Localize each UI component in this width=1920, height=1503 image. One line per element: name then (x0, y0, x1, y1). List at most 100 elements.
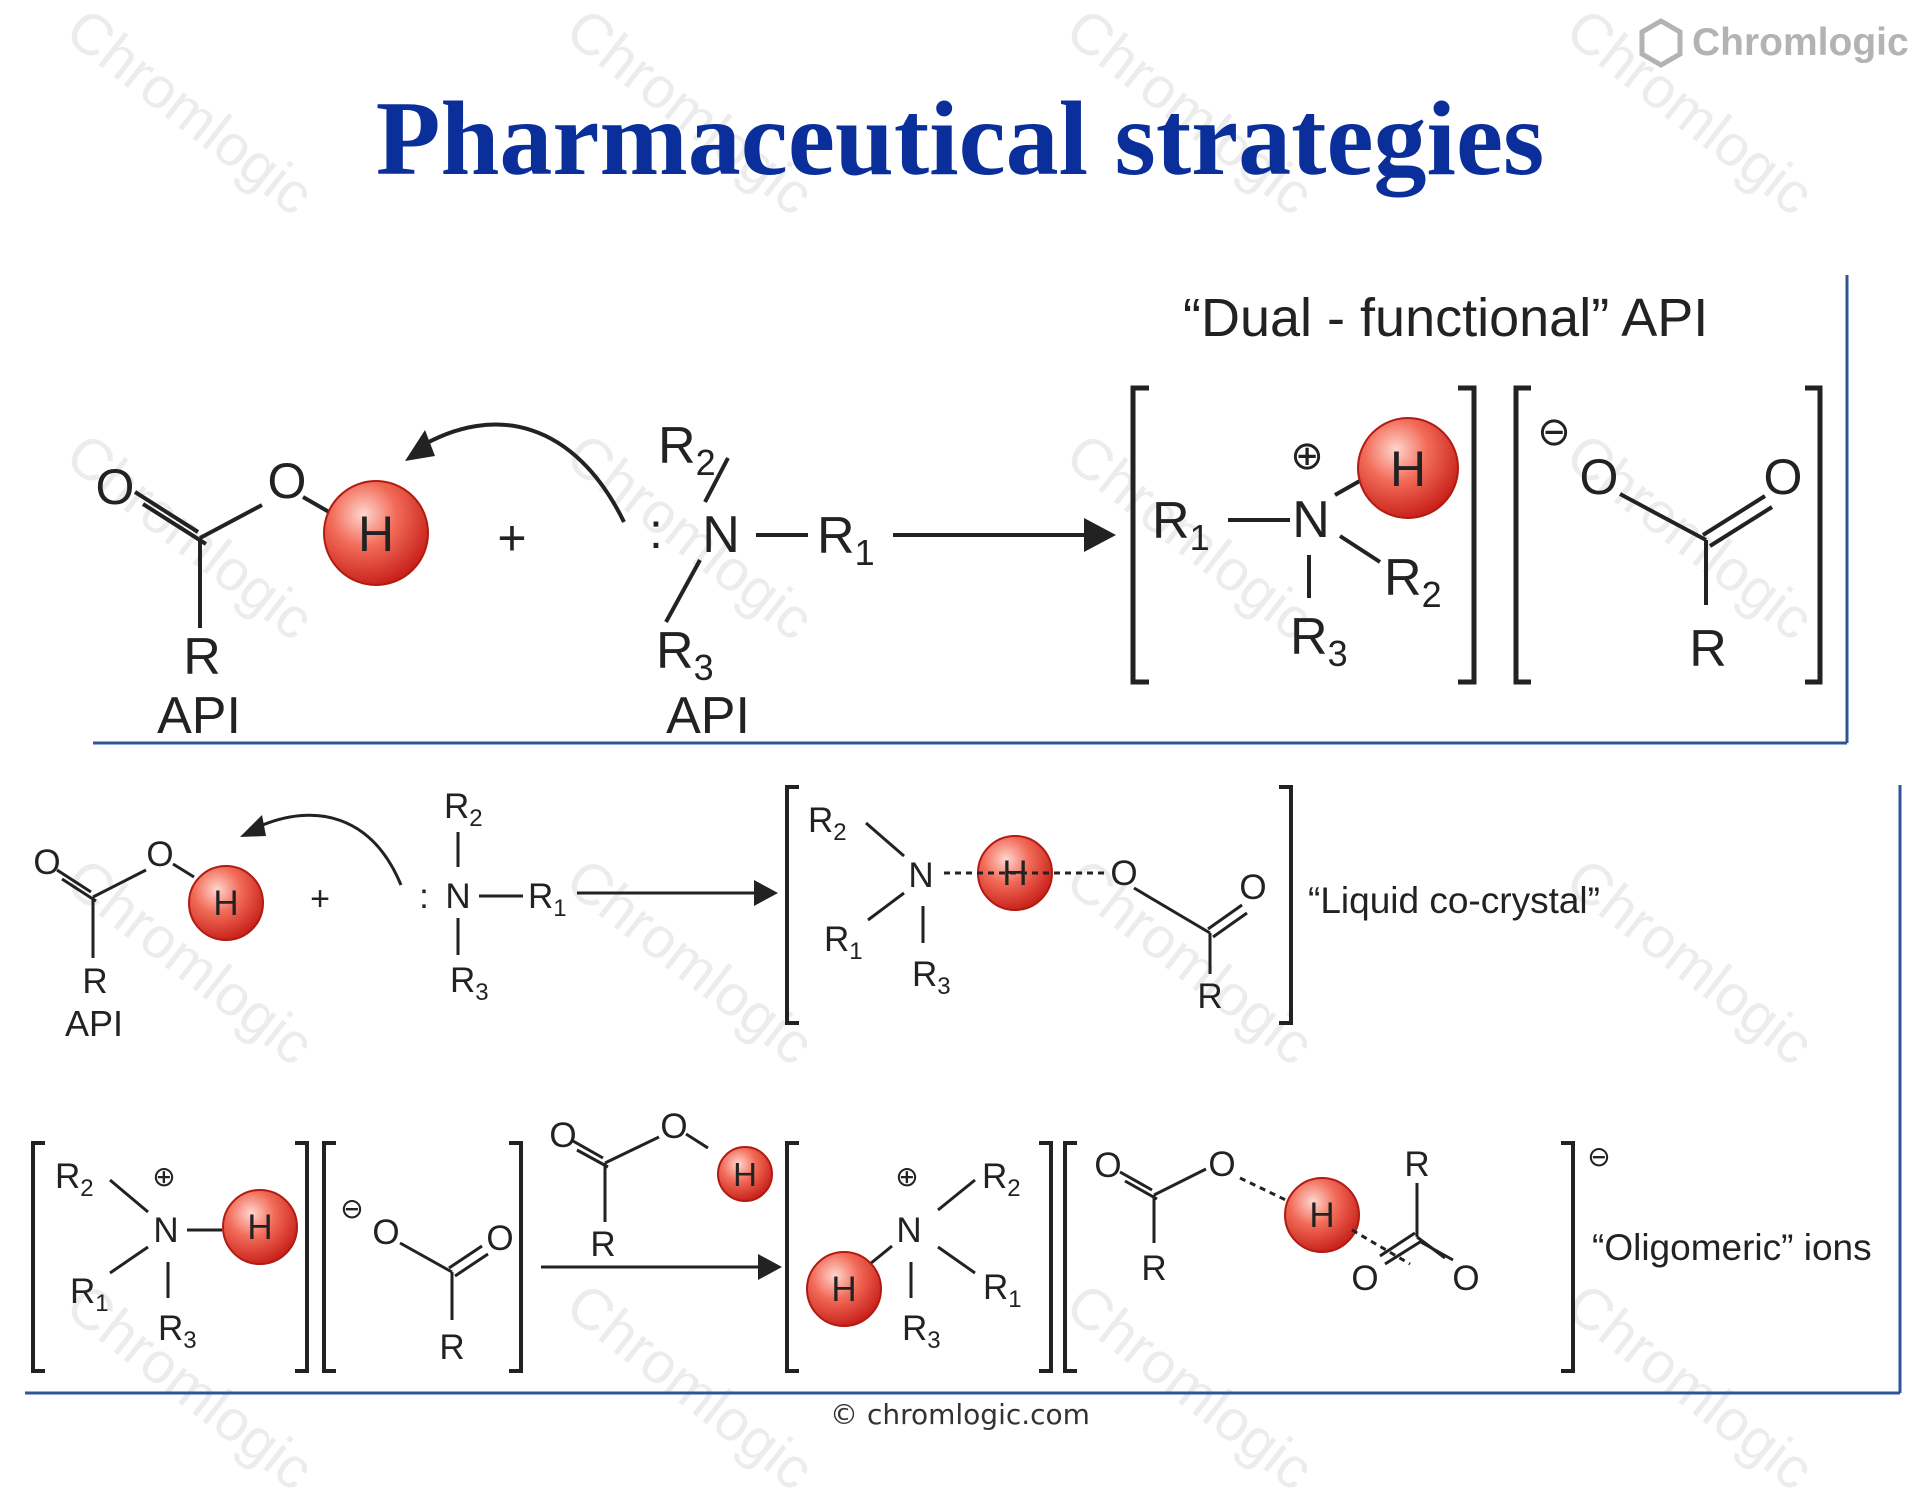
hydrogen-ball (1284, 1177, 1360, 1253)
anion-brackets (1513, 385, 1823, 685)
dual-functional-label: “Dual - functional” API (1183, 288, 1708, 348)
atom-h: H (247, 1208, 272, 1247)
brand-logo: Chromlogic (1638, 18, 1909, 68)
cation-bonds (109, 1178, 222, 1298)
atom-n: N (896, 1211, 921, 1250)
r1-group: R1 (528, 877, 567, 922)
lone-pair: : (649, 503, 663, 559)
hydrogen-bond (1239, 1176, 1293, 1205)
r3-group: R3 (158, 1309, 197, 1354)
positive-charge: ⊕ (152, 1161, 175, 1192)
hydrogen-ball (717, 1146, 773, 1202)
atom-o: O (33, 843, 60, 882)
cation-brackets (31, 1141, 309, 1373)
hydrogen-ball (323, 480, 429, 586)
r1-group: R1 (70, 1272, 109, 1317)
atom-n: N (702, 506, 740, 564)
copyright-footer: © chromlogic.com (830, 1398, 1090, 1431)
negative-charge: ⊖ (1537, 410, 1571, 454)
atom-o: O (1351, 1259, 1378, 1298)
arrowhead (1084, 518, 1116, 552)
amine-bonds (456, 832, 523, 955)
cocrystal-brackets (785, 785, 1293, 1025)
atom-n: N (445, 877, 470, 916)
hydrogen-ball (222, 1189, 298, 1265)
atom-o: O (1110, 854, 1137, 893)
api-label: API (65, 1003, 123, 1044)
r3-group: R3 (1290, 608, 1348, 674)
positive-charge: ⊕ (895, 1161, 918, 1192)
atom-o: O (1580, 449, 1619, 505)
lone-pair: : (419, 877, 429, 916)
r2-group: R2 (982, 1157, 1021, 1202)
atom-r: R (183, 628, 221, 686)
r1-group: R1 (1152, 492, 1210, 558)
cation-bonds (864, 1178, 976, 1298)
cation-brackets (1130, 385, 1477, 685)
atom-o: O (1208, 1145, 1235, 1184)
atom-r: R (1197, 977, 1222, 1016)
atom-r: R (590, 1225, 615, 1264)
atom-n: N (908, 856, 933, 895)
atom-h: H (1002, 854, 1027, 893)
proton-transfer-arrow (416, 422, 626, 523)
atom-o: O (1452, 1259, 1479, 1298)
carboxylate-bonds (399, 1241, 489, 1320)
r3-group: R3 (656, 622, 714, 688)
anion-bonds (1119, 1167, 1454, 1266)
atom-o: O (549, 1116, 576, 1155)
carboxylate-bonds (1619, 492, 1774, 605)
liquid-cocrystal-label: “Liquid co-crystal” (1308, 880, 1600, 921)
atom-r: R (82, 962, 107, 1001)
atom-o: O (268, 453, 307, 509)
arrowhead (758, 1254, 782, 1280)
r2-group: R2 (808, 801, 847, 846)
r1-group: R1 (817, 507, 875, 573)
r2-group: R2 (658, 417, 716, 483)
oligomeric-label: “Oligomeric” ions (1592, 1227, 1872, 1268)
atom-n: N (1292, 491, 1330, 549)
api-label: API (157, 687, 241, 745)
atom-h: H (831, 1270, 856, 1309)
carboxylic-acid-molecule (133, 490, 337, 628)
atom-o: O (660, 1107, 687, 1146)
atom-h: H (1309, 1196, 1334, 1235)
atom-h: H (733, 1156, 757, 1193)
r2-group: R2 (1384, 549, 1442, 615)
carboxylic-acid-molecule (56, 862, 195, 958)
r3-group: R3 (902, 1309, 941, 1354)
r2-group: R2 (444, 787, 483, 832)
negative-charge: ⊖ (340, 1193, 363, 1224)
r1-group: R1 (824, 920, 863, 965)
reaction-diagram: “Dual - functional” API O O R API H + : … (25, 275, 1902, 1395)
atom-o: O (1094, 1146, 1121, 1185)
arrowhead (240, 815, 266, 837)
r2-group: R2 (55, 1157, 94, 1202)
dual-functional-panel: “Dual - functional” API O O R API H + : … (93, 275, 1849, 745)
hydrogen-bond (1351, 1228, 1411, 1266)
atom-n: N (153, 1211, 178, 1250)
amine-bonds (664, 457, 808, 623)
hydrogen-ball (188, 865, 264, 941)
r3-group: R3 (450, 961, 489, 1006)
atom-h: H (213, 884, 238, 923)
arrowhead (405, 430, 435, 461)
atom-h: H (358, 506, 394, 562)
hydrogen-ball (806, 1251, 882, 1327)
plus-sign: + (310, 880, 330, 918)
cocrystal-bonds (865, 821, 1248, 974)
r3-group: R3 (912, 955, 951, 1000)
api-label: API (666, 687, 750, 745)
arrowhead (754, 880, 778, 906)
atom-o: O (96, 459, 135, 515)
r1-group: R1 (983, 1268, 1022, 1313)
atom-r: R (1689, 620, 1727, 678)
oligomeric-ions-panel: R2 ⊕ N R1 R3 H ⊖ O O R (25, 1107, 1900, 1395)
anion-brackets (1063, 1141, 1575, 1373)
anion-brackets (322, 1141, 523, 1373)
proton-transfer-arrow (257, 813, 403, 886)
hydrogen-ball (1357, 417, 1459, 519)
carboxylic-acid-molecule (572, 1132, 709, 1222)
atom-r: R (1404, 1145, 1429, 1184)
cation-brackets (785, 1141, 1053, 1373)
